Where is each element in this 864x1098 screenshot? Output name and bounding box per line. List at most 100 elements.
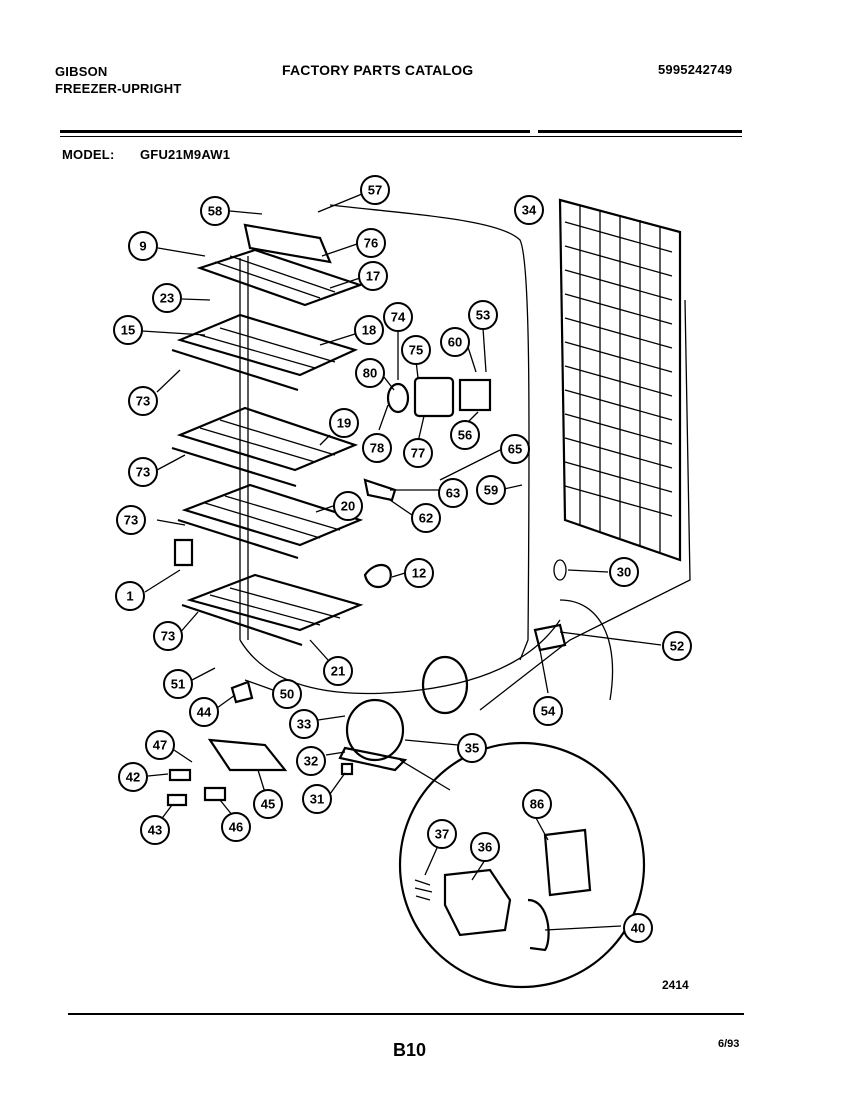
svg-text:63: 63 (446, 486, 460, 501)
svg-text:37: 37 (435, 827, 449, 842)
callout-58: 58 (200, 196, 230, 226)
callout-73-d: 73 (153, 621, 183, 651)
svg-text:73: 73 (136, 465, 150, 480)
condenser-coil (558, 198, 682, 562)
svg-text:15: 15 (121, 323, 135, 338)
svg-text:73: 73 (124, 513, 138, 528)
header-rule-thin (60, 136, 742, 137)
callout-12: 12 (404, 558, 434, 588)
svg-text:1: 1 (126, 589, 133, 604)
callout-86: 86 (522, 789, 552, 819)
svg-text:51: 51 (171, 677, 185, 692)
callout-73-c: 73 (116, 505, 146, 535)
svg-text:17: 17 (366, 269, 380, 284)
svg-text:78: 78 (370, 441, 384, 456)
catalog-title: FACTORY PARTS CATALOG (282, 62, 474, 78)
callout-45: 45 (253, 789, 283, 819)
svg-text:18: 18 (362, 323, 376, 338)
date-code: 6/93 (718, 1038, 740, 1050)
terminal-wires (414, 879, 433, 901)
catalog-number: 5995242749 (658, 62, 733, 77)
callout-43: 43 (140, 815, 170, 845)
svg-text:34: 34 (522, 203, 537, 218)
product-type: FREEZER-UPRIGHT (55, 81, 182, 96)
callout-40: 40 (623, 913, 653, 943)
callout-77: 77 (403, 438, 433, 468)
switch (168, 768, 192, 782)
callout-20: 20 (333, 491, 363, 521)
switch-2 (166, 793, 188, 807)
callout-37: 37 (427, 819, 457, 849)
svg-text:35: 35 (465, 741, 479, 756)
fan-blade (386, 382, 410, 414)
svg-text:43: 43 (148, 823, 162, 838)
svg-text:76: 76 (364, 236, 378, 251)
callout-19: 19 (329, 408, 359, 438)
clip (527, 898, 550, 952)
svg-text:32: 32 (304, 754, 318, 769)
callout-46: 46 (221, 812, 251, 842)
detail-circle (398, 741, 646, 989)
svg-text:9: 9 (139, 239, 146, 254)
callout-57: 57 (360, 175, 390, 205)
callout-50: 50 (272, 679, 302, 709)
header-rule (60, 130, 530, 133)
callout-75: 75 (401, 335, 431, 365)
control-knob (230, 680, 254, 704)
svg-text:46: 46 (229, 820, 243, 835)
callout-56: 56 (450, 420, 480, 450)
footer-rule (68, 1013, 744, 1015)
brand-header: GIBSON FREEZER-UPRIGHT (55, 63, 182, 97)
callout-33: 33 (289, 709, 319, 739)
evaporator-drain (363, 564, 392, 588)
callouts: 58 57 9 76 17 23 15 18 74 75 60 53 34 73… (113, 175, 692, 943)
callout-54: 54 (533, 696, 563, 726)
callout-35: 35 (457, 733, 487, 763)
drier (553, 559, 567, 581)
control-bracket (207, 738, 288, 772)
fan-motor (413, 376, 455, 418)
svg-text:21: 21 (331, 664, 345, 679)
svg-text:73: 73 (136, 394, 150, 409)
callout-15: 15 (113, 315, 143, 345)
drier-line (559, 599, 614, 701)
svg-text:60: 60 (448, 335, 462, 350)
svg-text:57: 57 (368, 183, 382, 198)
discharge-line (239, 619, 561, 695)
callout-23: 23 (152, 283, 182, 313)
svg-text:19: 19 (337, 416, 351, 431)
callout-44: 44 (189, 697, 219, 727)
callout-78: 78 (362, 433, 392, 463)
model-label: MODEL: (62, 147, 115, 162)
svg-text:54: 54 (541, 704, 556, 719)
svg-text:31: 31 (310, 792, 324, 807)
thermostat (173, 538, 194, 567)
svg-text:73: 73 (161, 629, 175, 644)
svg-text:47: 47 (153, 738, 167, 753)
callout-36: 36 (470, 832, 500, 862)
svg-text:30: 30 (617, 565, 631, 580)
svg-text:40: 40 (631, 921, 645, 936)
callout-73-b: 73 (128, 457, 158, 487)
callout-9: 9 (128, 231, 158, 261)
drawing-number: 2414 (662, 978, 689, 992)
callout-32: 32 (296, 746, 326, 776)
callout-60: 60 (440, 327, 470, 357)
callout-74: 74 (383, 302, 413, 332)
callout-63: 63 (438, 478, 468, 508)
overload-cover (543, 828, 592, 897)
condenser-line (479, 299, 691, 711)
svg-text:74: 74 (391, 310, 406, 325)
svg-text:45: 45 (261, 797, 275, 812)
svg-text:42: 42 (126, 770, 140, 785)
svg-text:86: 86 (530, 797, 544, 812)
svg-text:65: 65 (508, 442, 522, 457)
svg-text:20: 20 (341, 499, 355, 514)
callout-47: 47 (145, 730, 175, 760)
model-value: GFU21M9AW1 (140, 147, 231, 162)
svg-text:56: 56 (458, 428, 472, 443)
svg-text:77: 77 (411, 446, 425, 461)
callout-52: 52 (662, 631, 692, 661)
svg-text:80: 80 (363, 366, 377, 381)
